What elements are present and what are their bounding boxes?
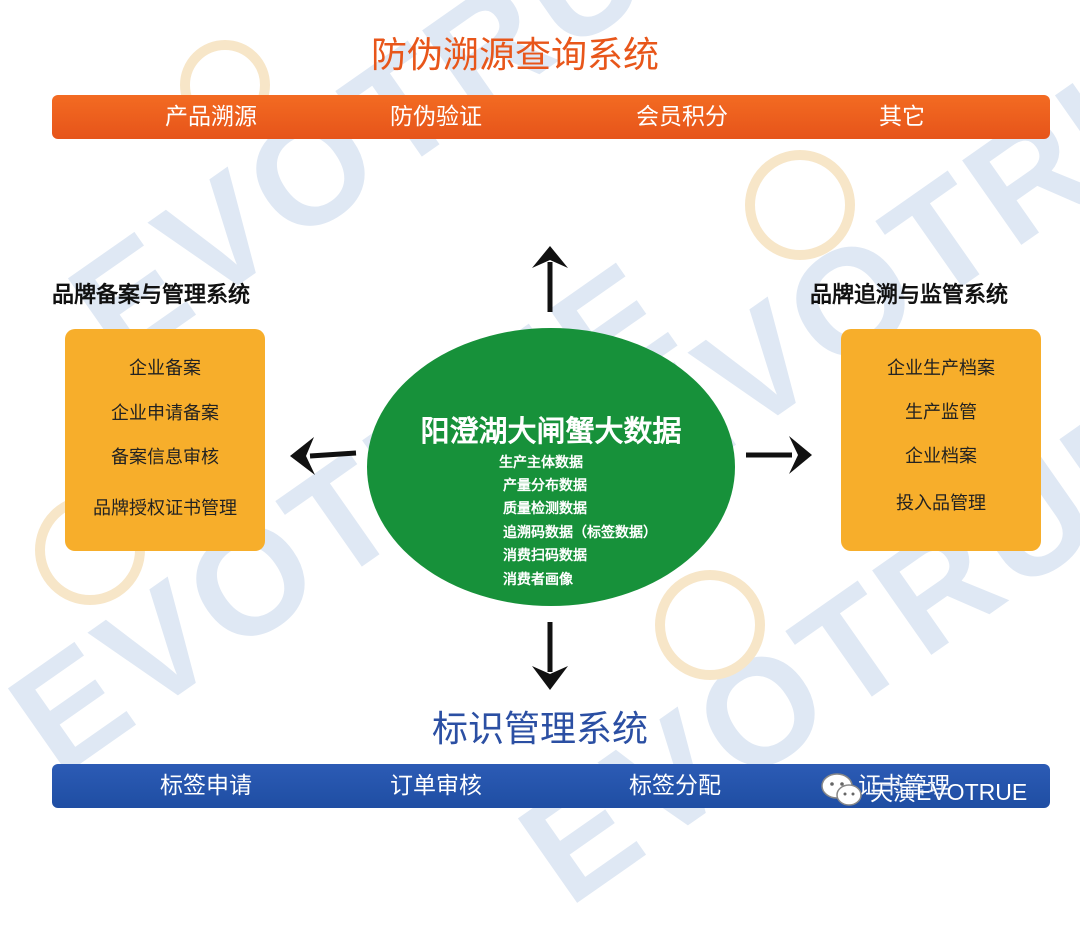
anti-counterfeit-system-title: 防伪溯源查询系统 [370, 35, 659, 76]
evotrue-logo: 天演EVOTRUE [820, 770, 1027, 810]
arrow-left [309, 450, 357, 459]
arrow-right-head [789, 436, 812, 474]
top-bar-item: 防伪验证 [390, 104, 482, 130]
hub-item: 消费扫码数据 [503, 548, 587, 564]
bottom-bar-item: 标签申请 [160, 773, 252, 799]
panel-item: 生产监管 [905, 402, 977, 423]
bottom-bar-item: 证书管理 [858, 773, 950, 799]
label-management-system-title: 标识管理系统 [431, 709, 648, 750]
top-bar-item: 其它 [879, 104, 925, 130]
label-management-system-bar: 标签申请 订单审核 标签分配 证书管理 [52, 764, 1050, 808]
panel-item: 企业申请备案 [111, 403, 219, 424]
hub-item: 消费者画像 [503, 572, 573, 588]
brand-filing-panel: 企业备案 企业申请备案 备案信息审核 品牌授权证书管理 [65, 329, 265, 551]
panel-item: 企业档案 [905, 446, 977, 467]
arrow-up-head [532, 246, 568, 268]
anti-counterfeit-system-bar: 产品溯源 防伪验证 会员积分 其它 [52, 95, 1050, 139]
hub-item: 追溯码数据（标签数据） [503, 525, 657, 541]
brand-tracing-panel: 企业生产档案 生产监管 企业档案 投入品管理 [841, 329, 1041, 551]
hub-item: 生产主体数据 [499, 455, 583, 471]
bottom-bar-item: 订单审核 [390, 773, 482, 799]
wechat-icon [821, 773, 862, 806]
hub-item: 产量分布数据 [503, 478, 587, 494]
panel-item: 企业备案 [129, 358, 201, 379]
logo-text: 天演EVOTRUE [870, 779, 1028, 805]
panel-item: 备案信息审核 [111, 447, 219, 468]
brand-filing-system-title: 品牌备案与管理系统 [52, 283, 251, 308]
top-bar-item: 会员积分 [636, 104, 728, 130]
bottom-bar-item: 标签分配 [629, 773, 721, 799]
brand-tracing-system-title: 品牌追溯与监管系统 [810, 283, 1009, 308]
flow-arrows [290, 246, 812, 690]
panel-item: 投入品管理 [896, 493, 986, 514]
panel-item: 企业生产档案 [887, 358, 995, 379]
arrow-down-head [532, 666, 568, 690]
hub-title: 阳澄湖大闸蟹大数据 [420, 414, 682, 448]
hub-item: 质量检测数据 [503, 501, 587, 517]
arrow-left-head [290, 437, 315, 475]
big-data-hub: 阳澄湖大闸蟹大数据 生产主体数据 产量分布数据 质量检测数据 追溯码数据（标签数… [367, 328, 735, 606]
